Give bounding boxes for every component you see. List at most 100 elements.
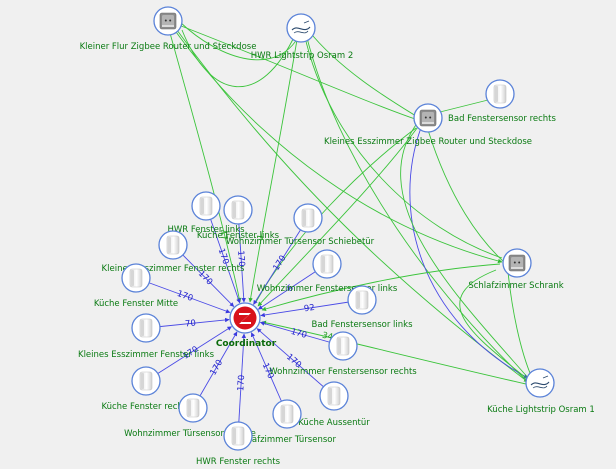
node-kueche-lightstrip-1[interactable]: Küche Lightstrip Osram 1 xyxy=(487,368,595,415)
contact-sensor-icon xyxy=(139,318,153,338)
lightstrip-icon xyxy=(291,20,311,34)
contact-sensor-icon xyxy=(231,426,245,446)
link-kueche-fenster-rechts-to-coordinator xyxy=(145,326,232,382)
router-links xyxy=(167,21,533,385)
contact-sensor-icon xyxy=(301,208,315,228)
node-label: Küche Aussentür xyxy=(298,418,370,428)
contact-sensor-icon xyxy=(280,404,294,424)
link-lightstrip1-to-esszimmer xyxy=(400,121,531,381)
node-kleiner-flur-router[interactable]: Kleiner Flur Zigbee Router und Steckdose xyxy=(80,6,257,52)
node-hwr-lightstrip-2[interactable]: HWR Lightstrip Osram 2 xyxy=(251,13,354,61)
node-label: HWR Lightstrip Osram 2 xyxy=(251,51,354,61)
contact-sensor-icon xyxy=(139,371,153,391)
coordinator-label: Coordinator xyxy=(216,339,277,349)
node-label: Küche Fenster links xyxy=(197,231,280,241)
link-lightstrip2-to-coord xyxy=(248,33,299,303)
lqi-label: 47 xyxy=(217,228,229,241)
node-label: Wohnzimmer Türsensor Klappe xyxy=(124,429,256,439)
node-bad-fenstersensor-rechts[interactable]: Bad Fenstersensor rechts xyxy=(448,79,557,124)
node-wohnzimmer-klappe[interactable]: Wohnzimmer Türsensor Klappe xyxy=(124,393,256,439)
contact-sensor-icon xyxy=(186,398,200,418)
node-label: Küche Lightstrip Osram 1 xyxy=(487,405,595,415)
node-label: Wohnzimmer Türsensor Schiebetür xyxy=(226,237,375,247)
node-circle xyxy=(525,368,555,398)
node-kueche-fenster-rechts[interactable]: Küche Fenster rechts xyxy=(101,366,191,412)
link-flur-to-esszimmer xyxy=(175,23,419,121)
link-esszimmer-to-coord xyxy=(257,123,421,307)
link-lightstrip1-to-coord xyxy=(261,320,527,385)
lightstrip-icon xyxy=(530,375,550,389)
link-esszimmer-to-coord-b xyxy=(255,127,417,303)
link-lightstrip2-to-flur-b xyxy=(181,29,297,88)
contact-sensor-icon xyxy=(336,336,350,356)
lqi-label: 170 xyxy=(236,375,247,392)
link-lightstrip2-to-schrank xyxy=(303,32,503,259)
node-label: Wohnzimmer Fenstersensor links xyxy=(257,284,398,294)
node-schlafzimmer-schrank[interactable]: Schlafzimmer Schrank xyxy=(468,248,564,291)
lqi-label: 170 xyxy=(290,327,308,341)
node-wohnzimmer-fenster-links[interactable]: Wohnzimmer Fenstersensor links xyxy=(257,249,398,294)
contact-sensor-icon xyxy=(129,268,143,288)
link-schrank-to-coord xyxy=(261,263,501,312)
node-hwr-fenster-links[interactable]: HWR Fenster links xyxy=(167,191,245,235)
contact-sensor-icon xyxy=(166,235,180,255)
contact-sensor-icon xyxy=(493,84,507,104)
node-kueche-aussentuer[interactable]: Küche Aussentür xyxy=(298,381,370,428)
link-esszimmer-to-bad xyxy=(439,99,489,113)
link-esszimmer-to-schrank xyxy=(427,129,505,263)
link-kueche-fenster-mitte-to-coordinator xyxy=(135,277,231,314)
node-label: Kleines Esszimmer Zigbee Router und Stec… xyxy=(324,137,532,147)
lqi-label: 6 xyxy=(285,283,295,294)
link-hwr-fenster-links-to-coordinator xyxy=(205,205,241,304)
lqi-label: 70 xyxy=(185,318,197,329)
link-hwr-fenster-rechts-to-coordinator xyxy=(237,333,247,437)
lqi-label: 170 xyxy=(176,289,195,304)
coordinator-node[interactable]: Coordinator xyxy=(216,302,277,349)
node-esszimmer-router[interactable]: Kleines Esszimmer Zigbee Router und Stec… xyxy=(324,103,532,147)
smart-plug-router-icon xyxy=(159,12,177,30)
node-schlafzimmer-tuersensor[interactable]: Schlafzimmer Türsensor xyxy=(234,399,336,445)
node-kueche-fenster-links[interactable]: Küche Fenster links xyxy=(197,195,280,241)
node-label: Schlafzimmer Schrank xyxy=(468,281,563,291)
node-label: Kleiner Flur Zigbee Router und Steckdose xyxy=(80,42,257,52)
node-label: HWR Fenster links xyxy=(167,225,245,235)
node-hwr-fenster-rechts[interactable]: HWR Fenster rechts xyxy=(196,421,281,467)
contact-sensor-icon xyxy=(199,196,213,216)
node-wohnzimmer-fenster-rechts[interactable]: Wohnzimmer Fenstersensor rechts xyxy=(269,331,417,377)
link-kueche-fenster-links-to-coordinator xyxy=(237,209,246,303)
lqi-label: 170 xyxy=(235,250,246,267)
node-kueche-fenster-mitte[interactable]: Küche Fenster Mitte xyxy=(94,263,178,309)
node-circle xyxy=(286,13,316,43)
link-schlafzimmer-tuersensor-to-coordinator xyxy=(250,332,288,415)
node-layer: Kleiner Flur Zigbee Router und Steckdose… xyxy=(78,6,595,467)
node-label: Kleines Esszimmer Fenster links xyxy=(78,350,215,360)
link-kueche-aussentuer-to-coordinator xyxy=(256,328,335,397)
link-wohnzimmer-klappe-to-coordinator xyxy=(192,331,238,409)
link-flur-to-coord xyxy=(167,25,242,303)
node-label: Kleines Esszimmer Fenster rechts xyxy=(102,264,245,274)
link-schrank-to-lightstrip1 xyxy=(459,269,527,379)
link-schrank-to-lightstrip1-b xyxy=(507,271,533,379)
lqi-label: 170 xyxy=(208,358,225,377)
node-label: Bad Fenstersensor links xyxy=(312,320,414,330)
node-label: Bad Fenstersensor rechts xyxy=(448,114,556,124)
link-wohnzimmer-schiebetuer-to-coordinator xyxy=(253,217,309,305)
contact-sensor-icon xyxy=(355,290,369,310)
node-esszimmer-fenster-links[interactable]: Kleines Esszimmer Fenster links xyxy=(78,313,215,360)
node-bad-fenstersensor-links[interactable]: Bad Fenstersensor links xyxy=(312,285,414,330)
link-lightstrip2-to-esszimmer xyxy=(307,29,417,117)
contact-sensor-icon xyxy=(320,254,334,274)
link-flur-to-lightstrip2 xyxy=(179,21,303,61)
lqi-label: 1 xyxy=(256,233,267,240)
node-label: Küche Fenster rechts xyxy=(101,402,191,412)
node-wohnzimmer-schiebetuer[interactable]: Wohnzimmer Türsensor Schiebetür xyxy=(226,203,375,247)
node-label: Schlafzimmer Türsensor xyxy=(234,435,336,445)
node-esszimmer-fenster-rechts[interactable]: Kleines Esszimmer Fenster rechts xyxy=(102,230,245,274)
node-label: Wohnzimmer Fenstersensor rechts xyxy=(269,367,417,377)
node-label: Küche Fenster Mitte xyxy=(94,299,178,309)
contact-sensor-icon xyxy=(327,386,341,406)
link-lightstrip2-to-lightstrip1 xyxy=(305,33,527,381)
zigbee-coordinator-icon xyxy=(233,306,257,330)
node-label: HWR Fenster rechts xyxy=(196,457,281,467)
